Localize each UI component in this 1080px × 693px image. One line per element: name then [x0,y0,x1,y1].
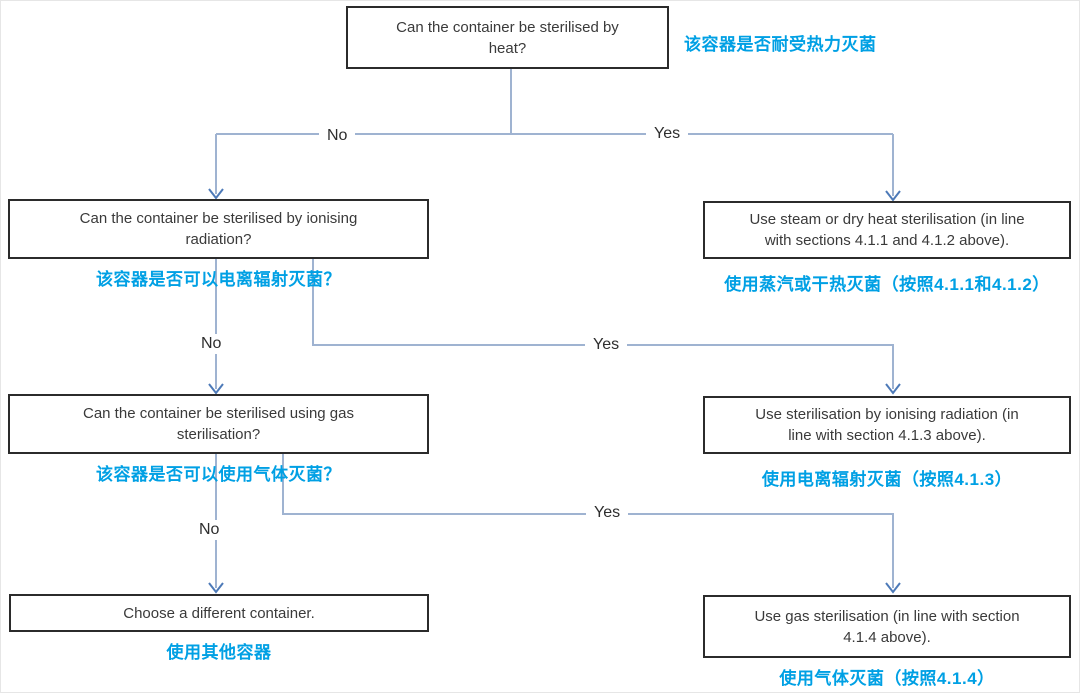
label-zh-question-ionising: 该容器是否可以电离辐射灭菌？ [96,270,341,289]
node-end-different-container: Choose a different container. [9,594,429,632]
node-action-ionising-radiation: Use sterilisation by ionising radiation … [703,396,1071,454]
node-question-ionising-radiation-text: Can the container be sterilised by ionis… [79,210,358,248]
arrow-down-icon [208,383,224,395]
node-question-heat: Can the container be sterilised by heat? [346,6,669,69]
node-action-gas-sterilisation-text: Use gas sterilisation (in line with sect… [754,607,1020,646]
arrow-down-icon [885,582,901,594]
node-action-ionising-radiation-text: Use sterilisation by ionising radiation … [755,406,1019,444]
edge-label-no-2: No [193,334,230,354]
node-end-different-container-text: Choose a different container. [123,604,315,622]
label-zh-question-gas: 该容器是否可以使用气体灭菌？ [96,465,341,484]
label-zh-action-steam-dry-heat: 使用蒸汽或干热灭菌（按照4.1.1和4.1.2） [724,275,1050,294]
label-zh-end-different-container: 使用其他容器 [166,643,272,662]
arrow-down-icon [885,383,901,395]
label-zh-action-ionising: 使用电离辐射灭菌（按照4.1.3） [761,470,1013,489]
edge-label-yes-1: Yes [646,124,689,144]
label-zh-question-heat: 该容器是否耐受热力灭菌 [684,35,877,54]
node-question-gas-sterilisation: Can the container be sterilised using ga… [8,394,429,454]
arrow-down-icon [885,190,901,202]
edge-label-yes-2: Yes [585,335,628,355]
label-zh-action-gas: 使用气体灭菌（按照4.1.4） [779,669,995,688]
arrow-down-icon [208,188,224,200]
arrow-down-icon [208,582,224,594]
node-action-steam-dry-heat-text: Use steam or dry heat sterilisation (in … [749,211,1025,249]
edge-label-no-1: No [319,126,356,146]
edge-label-no-3: No [191,520,228,540]
node-question-ionising-radiation: Can the container be sterilised by ionis… [8,199,429,259]
node-action-steam-dry-heat: Use steam or dry heat sterilisation (in … [703,201,1071,259]
node-question-gas-sterilisation-text: Can the container be sterilised using ga… [83,405,354,443]
edge-label-yes-3: Yes [586,503,629,523]
node-question-heat-text: Can the container be sterilised by heat? [396,18,619,57]
node-action-gas-sterilisation: Use gas sterilisation (in line with sect… [703,595,1071,658]
